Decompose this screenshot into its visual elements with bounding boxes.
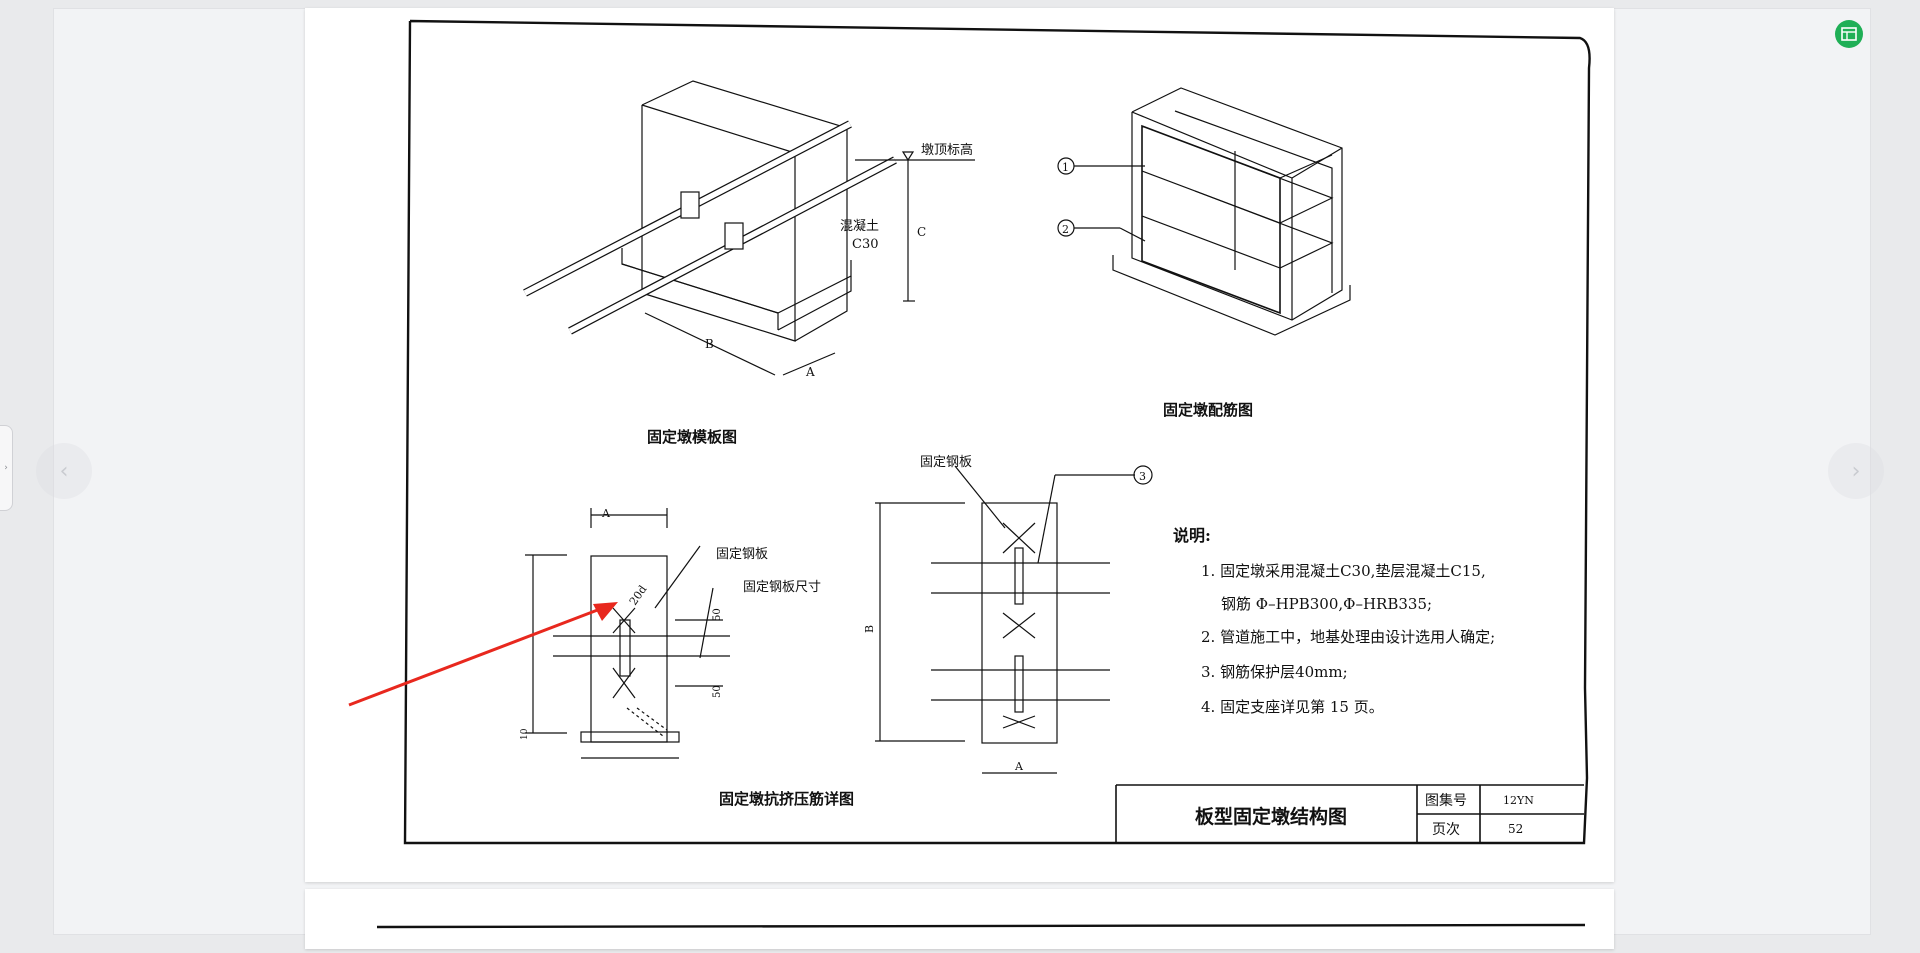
dim-c-label: C xyxy=(917,225,926,239)
notes-title: 说明: xyxy=(1173,526,1211,545)
rebar-drawing-title: 固定墩配筋图 xyxy=(1163,401,1253,419)
note-line-3: 2. 管道施工中，地基处理由设计选用人确定; xyxy=(1201,628,1495,646)
note-line-4: 3. 钢筋保护层40mm; xyxy=(1201,663,1348,681)
next-sheet-border xyxy=(376,923,1586,929)
note-line-5: 4. 固定支座详见第 15 页。 xyxy=(1201,698,1384,716)
detail-drawing xyxy=(525,508,730,759)
steel-plate-label: 固定钢板 xyxy=(716,547,768,562)
prev-page-button[interactable]: ‹ xyxy=(36,443,92,499)
dim-50-lower: 50 xyxy=(712,685,723,698)
concrete-label: 混凝土 xyxy=(840,218,879,234)
note-line-2: 钢筋 Φ–HPB300,Φ–HRB335; xyxy=(1221,595,1432,613)
app-badge-icon[interactable] xyxy=(1835,20,1863,48)
dim-10-label: 10 xyxy=(520,728,530,740)
sidebar-toggle[interactable]: › xyxy=(0,425,13,511)
top-elevation-label: 墩顶标高 xyxy=(921,142,973,158)
rebar-drawing xyxy=(1057,87,1351,336)
marker-2: 2 xyxy=(1062,223,1069,236)
steel-plate-label-2: 固定钢板 xyxy=(920,455,972,470)
section-dim-b: B xyxy=(863,625,876,633)
dim-b-label: B xyxy=(705,337,714,351)
template-drawing-title: 固定墩模板图 xyxy=(647,428,737,446)
dim-a-label: A xyxy=(805,365,815,379)
marker-3: 3 xyxy=(1139,470,1146,483)
page-value: 52 xyxy=(1508,822,1523,836)
dim-20d-label: 20d xyxy=(627,583,650,608)
drawing-sheet: 墩顶标高 混凝土 C30 C B A 固定墩模板图 1 2 固定墩配筋图 xyxy=(348,19,1591,845)
marker-1: 1 xyxy=(1062,161,1069,174)
concrete-grade-label: C30 xyxy=(852,237,879,252)
detail-dim-a: A xyxy=(601,507,611,520)
document-page: 墩顶标高 混凝土 C30 C B A 固定墩模板图 1 2 固定墩配筋图 xyxy=(305,8,1614,882)
note-line-1: 1. 固定墩采用混凝土C30,垫层混凝土C15, xyxy=(1201,562,1486,580)
title-block xyxy=(1115,784,1584,843)
template-drawing xyxy=(523,80,975,376)
next-page-button[interactable]: › xyxy=(1828,443,1884,499)
page-label: 页次 xyxy=(1432,822,1460,838)
sheet-border xyxy=(403,19,1591,845)
steel-plate-size-label: 固定钢板尺寸 xyxy=(743,580,821,595)
annotation-arrow xyxy=(348,602,618,707)
table-icon xyxy=(1841,27,1857,41)
atlas-value: 12YN xyxy=(1503,794,1534,807)
section-dim-a: A xyxy=(1014,760,1024,773)
dim-50-upper: 50 xyxy=(712,608,723,621)
drawing-name: 板型固定墩结构图 xyxy=(1195,805,1347,828)
section-drawing xyxy=(875,465,1153,774)
atlas-label: 图集号 xyxy=(1425,792,1467,809)
document-page-next xyxy=(305,889,1614,949)
detail-drawing-title: 固定墩抗挤压筋详图 xyxy=(719,790,854,808)
